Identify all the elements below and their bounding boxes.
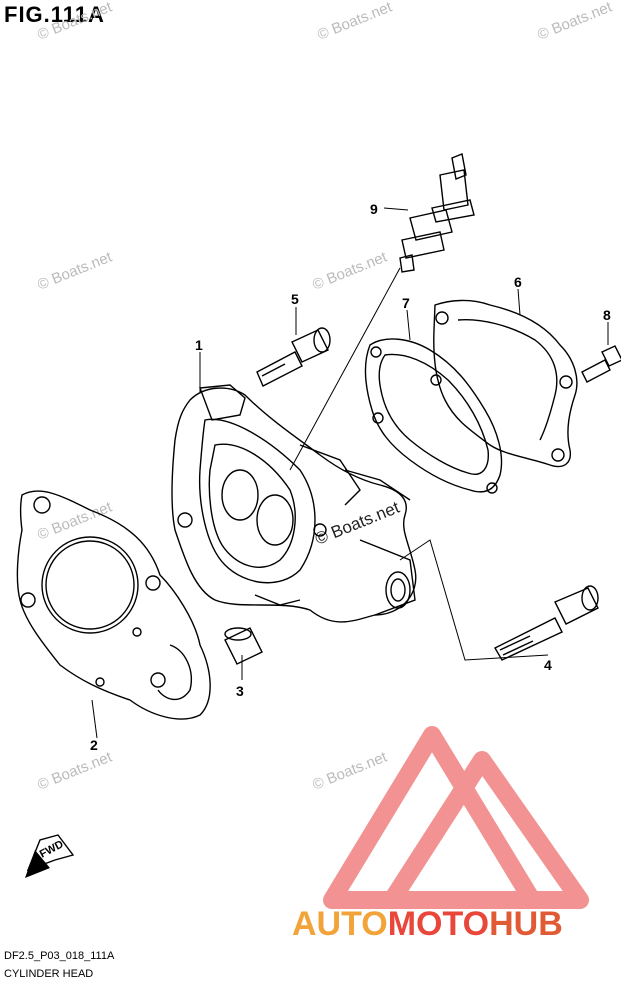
fwd-direction-arrow: FWD (25, 834, 75, 878)
part-bolt-long (494, 585, 599, 661)
figure-title: FIG.111A (4, 2, 105, 27)
watermark-text: © Boats.net (310, 748, 390, 794)
brand-part-moto: MOTO (387, 905, 490, 943)
watermark-text: © Boats.net (310, 248, 390, 294)
watermark-text: © Boats.net (35, 498, 115, 544)
watermark-text: © Boats.net (35, 748, 115, 794)
brand-wordmark: AUTOMOTOHUB (292, 905, 563, 944)
callout-7: 7 (402, 295, 410, 311)
part-cover-gasket (364, 338, 503, 494)
figure-code: DF2.5_P03_018_111A (4, 950, 115, 962)
part-spark-plug (399, 153, 475, 273)
part-cylinder-head (171, 384, 417, 623)
part-bolt-short (256, 327, 331, 387)
callout-6: 6 (514, 274, 522, 290)
figure-name: CYLINDER HEAD (4, 968, 94, 980)
watermark-text: © Boats.net (535, 0, 615, 44)
watermarks: © Boats.net © Boats.net © Boats.net © Bo… (35, 0, 615, 794)
leader-lines (91, 207, 609, 739)
part-head-gasket (16, 490, 211, 720)
part-bolt-small (581, 345, 621, 383)
watermark-text-center: © Boats.net (312, 498, 402, 549)
callout-labels: 1 2 3 4 5 6 7 8 9 (90, 201, 611, 753)
callout-9: 9 (370, 201, 378, 217)
callout-8: 8 (603, 307, 611, 323)
callout-1: 1 (195, 337, 203, 353)
watermark-text: © Boats.net (35, 0, 115, 44)
part-dowel-pin (224, 627, 263, 665)
watermark-text: © Boats.net (315, 0, 395, 44)
part-head-cover (433, 299, 578, 468)
brand-part-hub: HUB (489, 905, 563, 943)
callout-3: 3 (236, 683, 244, 699)
callout-5: 5 (291, 291, 299, 307)
callout-2: 2 (90, 737, 98, 753)
watermark-text: © Boats.net (35, 248, 115, 294)
callout-4: 4 (544, 657, 552, 673)
brand-part-auto: AUTO (292, 905, 388, 943)
brand-logo-mark (323, 726, 589, 909)
